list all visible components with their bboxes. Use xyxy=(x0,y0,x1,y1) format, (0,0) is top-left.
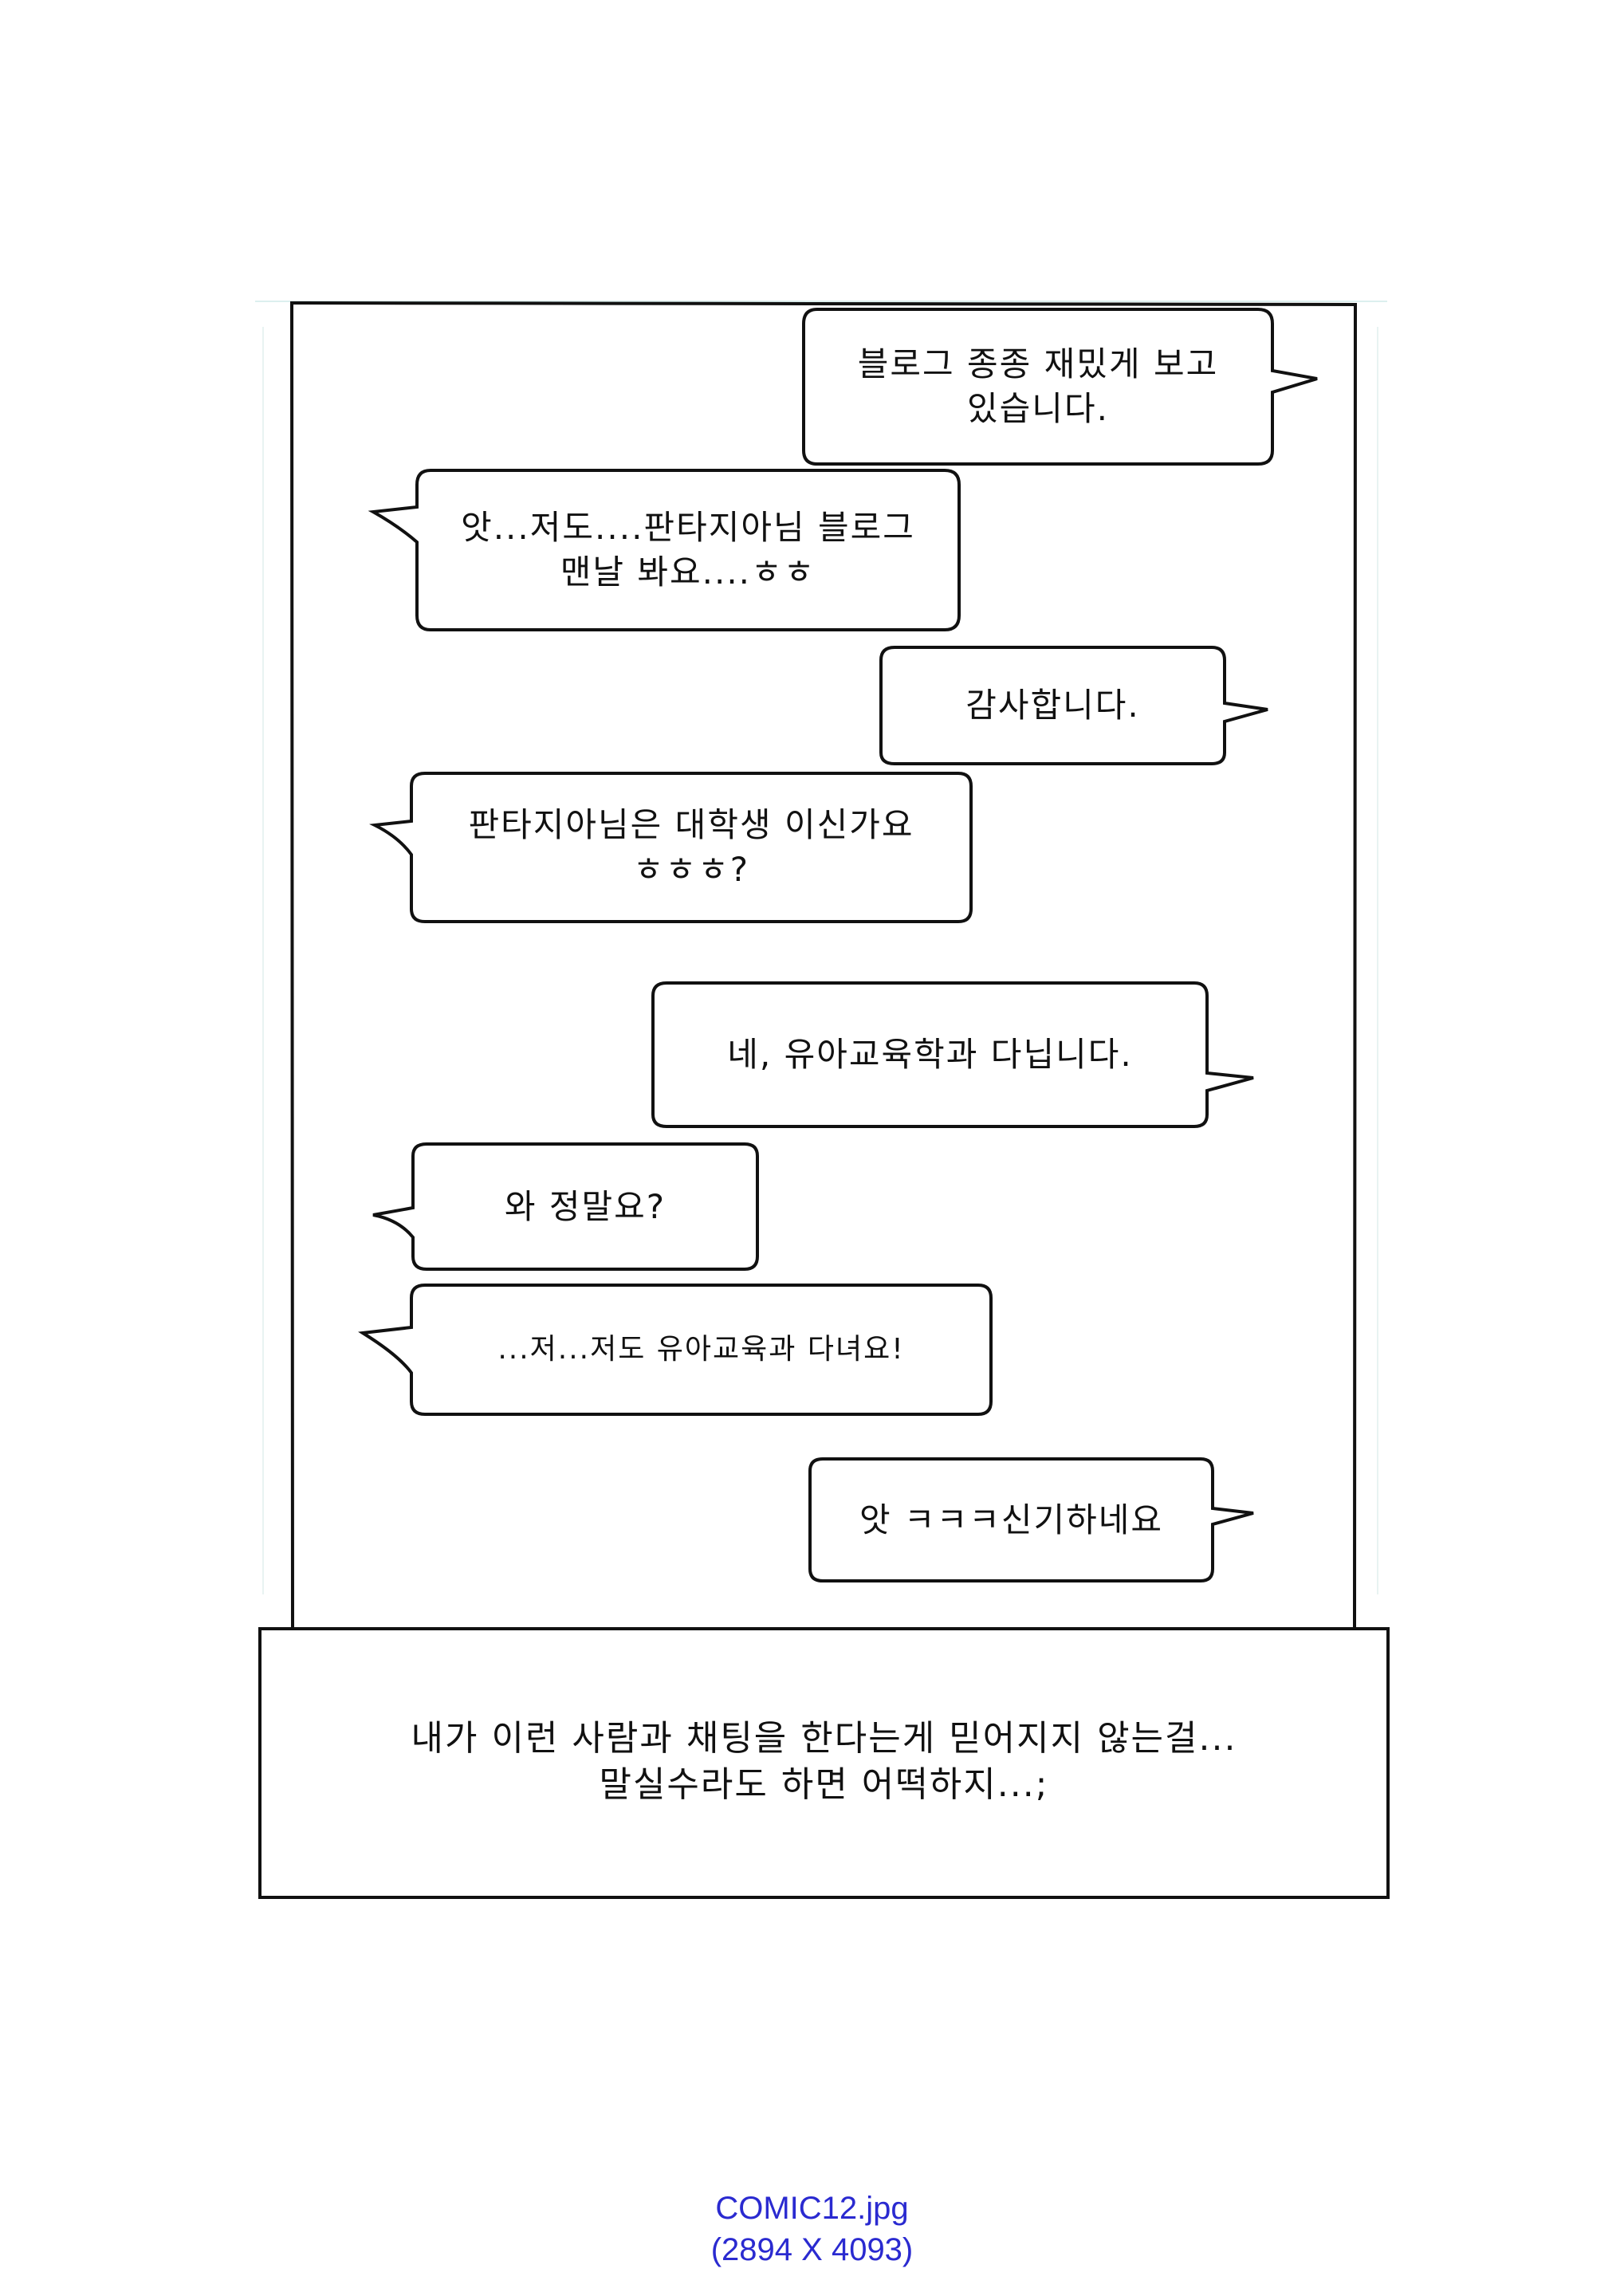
narration-text: 내가 이런 사람과 채팅을 한다는게 믿어지지 않는걸... 말실수라도 하면 … xyxy=(260,1626,1388,1897)
bubble-5-line-1: 네, 유아교육학과 다닙니다. xyxy=(727,1035,1133,1074)
speech-bubble-4 xyxy=(369,772,973,923)
bubble-1-line-2: 있습니다. xyxy=(967,389,1109,428)
bubble-6-line-1: 와 정말요? xyxy=(504,1186,667,1226)
speech-bubble-6 xyxy=(372,1142,759,1271)
bubble-1-text: 블로그 종종 재밌게 보고 있습니다. xyxy=(804,309,1272,464)
bubble-4-text: 판타지아님은 대학생 이신가요 ㅎㅎㅎ? xyxy=(411,773,971,922)
bubble-2-line-1: 앗...저도....판타지아님 블로그 xyxy=(461,508,915,547)
narration-box xyxy=(258,1627,1390,1899)
narration-line-1: 내가 이런 사람과 채팅을 한다는게 믿어지지 않는걸... xyxy=(411,1718,1237,1759)
bubble-3-line-1: 감사합니다. xyxy=(965,686,1140,725)
bubble-7-text: ...저...저도 유아교육과 다녀요! xyxy=(411,1285,991,1414)
speech-bubble-8 xyxy=(808,1457,1254,1582)
bubble-4-line-1: 판타지아님은 대학생 이신가요 xyxy=(468,805,914,844)
narration-line-2: 말실수라도 하면 어떡하지...; xyxy=(599,1764,1049,1805)
bubble-5-text: 네, 유아교육학과 다닙니다. xyxy=(653,983,1207,1126)
file-caption-dimensions: (2894 X 4093) xyxy=(710,2232,914,2267)
file-caption-name: COMIC12.jpg xyxy=(715,2191,909,2226)
bubble-7-line-1: ...저...저도 유아교육과 다녀요! xyxy=(497,1333,905,1366)
bubble-1-line-1: 블로그 종종 재밌게 보고 xyxy=(857,344,1219,383)
bubble-4-line-2: ㅎㅎㅎ? xyxy=(632,850,750,889)
speech-bubble-1 xyxy=(802,308,1318,466)
speech-bubble-2 xyxy=(368,469,961,631)
speech-bubble-3 xyxy=(879,646,1268,765)
speech-bubble-5 xyxy=(651,981,1254,1128)
bubble-8-text: 앗 ㅋㅋㅋ신기하네요 xyxy=(810,1459,1213,1581)
speech-bubble-7 xyxy=(358,1284,993,1416)
bubble-6-text: 와 정말요? xyxy=(413,1144,757,1269)
bubble-3-text: 감사합니다. xyxy=(881,647,1225,764)
bubble-2-line-2: 맨날 봐요....ㅎㅎ xyxy=(560,552,816,592)
bubble-2-text: 앗...저도....판타지아님 블로그 맨날 봐요....ㅎㅎ xyxy=(417,470,959,630)
bubble-8-line-1: 앗 ㅋㅋㅋ신기하네요 xyxy=(859,1500,1164,1539)
